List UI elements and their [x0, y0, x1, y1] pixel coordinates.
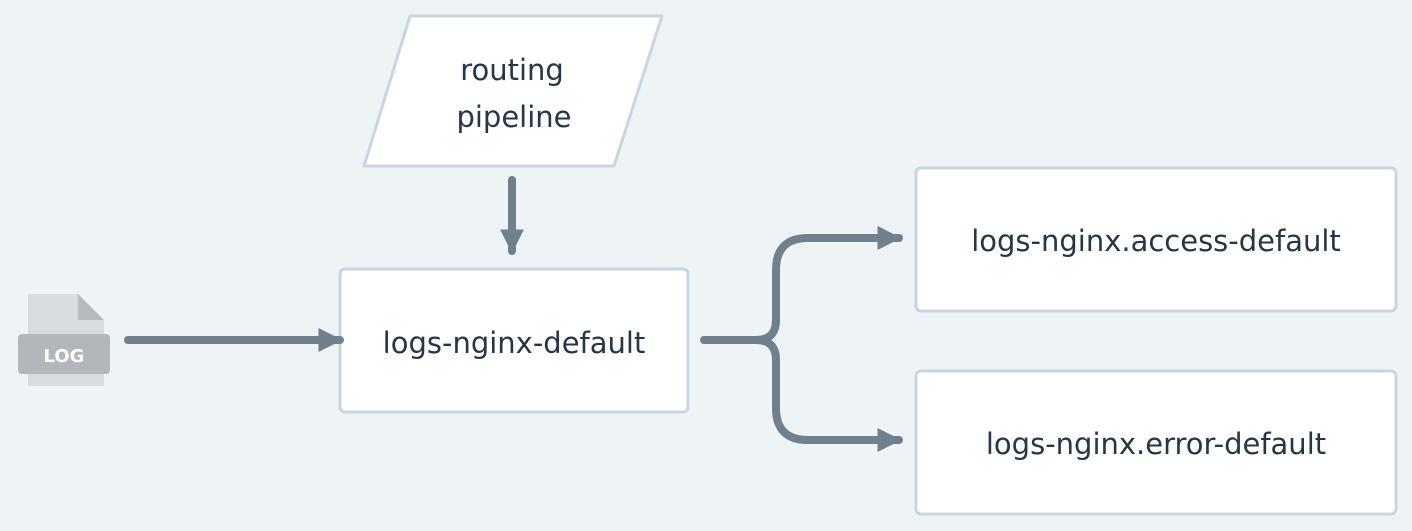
- main-datastream-label: logs-nginx-default: [383, 326, 646, 360]
- datastream-to-access-arrow: [700, 226, 903, 344]
- target-access-node: logs-nginx.access-default: [914, 166, 1398, 313]
- target-error-label: logs-nginx.error-default: [986, 427, 1326, 461]
- main-datastream-node: logs-nginx-default: [338, 267, 690, 414]
- log-file-icon: LOG: [18, 294, 110, 386]
- routing-pipeline-label-line1: routing: [460, 53, 564, 87]
- datastream-to-error-arrow: [752, 336, 903, 452]
- routing-pipeline-node: routing pipeline: [362, 14, 664, 168]
- target-error-node: logs-nginx.error-default: [914, 369, 1398, 516]
- target-access-label: logs-nginx.access-default: [971, 224, 1341, 258]
- routing-pipeline-label-line2: pipeline: [456, 100, 571, 134]
- log-file-icon-label: LOG: [44, 346, 85, 367]
